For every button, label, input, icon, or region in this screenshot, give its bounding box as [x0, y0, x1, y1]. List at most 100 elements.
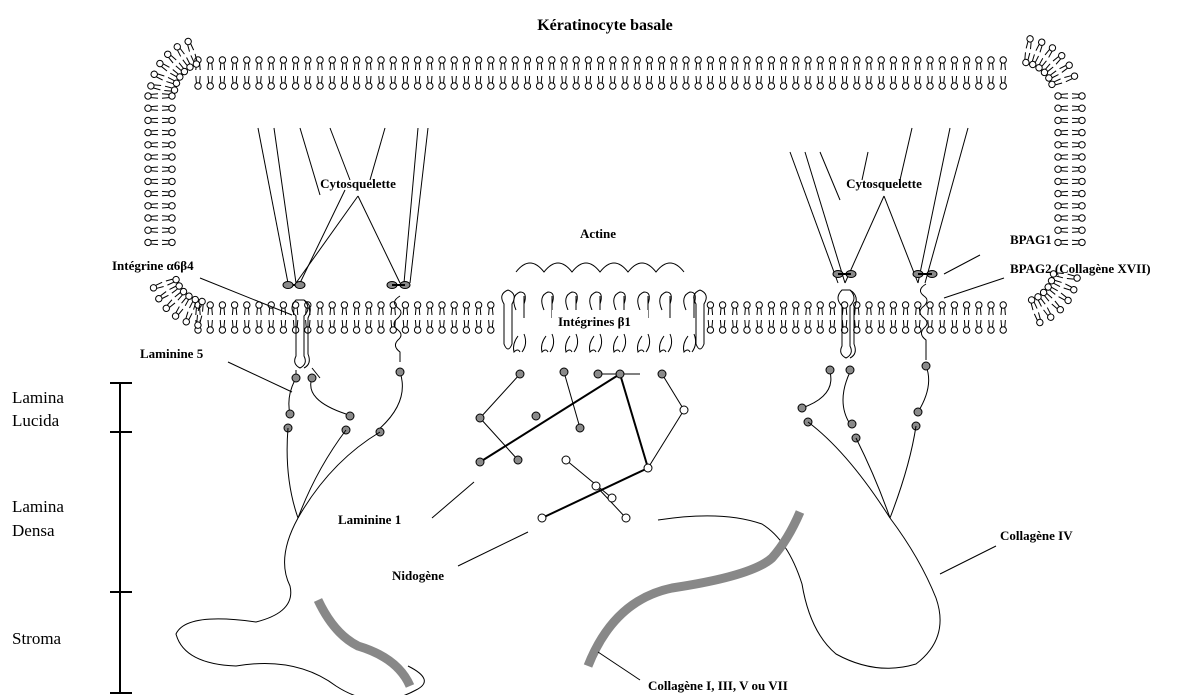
lipid [878, 57, 884, 70]
lipid [439, 57, 445, 70]
lipid [805, 320, 811, 333]
lipid [1035, 38, 1046, 53]
lipid [1072, 93, 1085, 99]
bpag1-label: BPAG1 [1010, 232, 1052, 247]
lipid [207, 320, 213, 333]
lipid [695, 76, 701, 89]
lipid [683, 57, 689, 70]
integrin-beta1 [514, 292, 526, 318]
laminin5-left [284, 368, 404, 436]
lipid [927, 302, 933, 315]
lipid [378, 57, 384, 70]
lipid [280, 57, 286, 70]
lipid [231, 57, 237, 70]
lipid [256, 76, 262, 89]
lipid [219, 302, 225, 315]
integrin-beta1 [542, 292, 554, 318]
lipid [145, 154, 158, 160]
lipid [145, 215, 158, 221]
lipid [939, 320, 945, 333]
cytoskeleton-right [790, 128, 968, 283]
lipid [256, 320, 262, 333]
lipid [768, 302, 774, 315]
lipid [451, 76, 457, 89]
lipid [1055, 215, 1068, 221]
lipid [744, 302, 750, 315]
lipid [939, 76, 945, 89]
lipid [488, 302, 494, 315]
lipid [244, 76, 250, 89]
lipid [390, 320, 396, 333]
laminin5-label: Laminine 5 [140, 346, 204, 361]
lipid [329, 320, 335, 333]
lipid [162, 117, 175, 123]
lipid [1072, 166, 1085, 172]
lipid [145, 129, 158, 135]
lipid [866, 76, 872, 89]
layer-scale-bar [110, 383, 132, 693]
lipid [1055, 129, 1068, 135]
lipid [317, 57, 323, 70]
lipid [256, 57, 262, 70]
lipid [341, 76, 347, 89]
lipid [646, 76, 652, 89]
lipid [162, 227, 175, 233]
lipid [292, 57, 298, 70]
lipid [1058, 292, 1073, 305]
lipid [719, 76, 725, 89]
lipid [536, 57, 542, 70]
lipid [963, 57, 969, 70]
lipid [268, 57, 274, 70]
lipid [976, 76, 982, 89]
lipid [658, 76, 664, 89]
lipid [219, 76, 225, 89]
lipid [1000, 76, 1006, 89]
lipid [549, 57, 555, 70]
lipid [341, 57, 347, 70]
lipid [256, 302, 262, 315]
lipid [145, 178, 158, 184]
lipid [780, 302, 786, 315]
lipid [162, 203, 175, 209]
lipid [145, 203, 158, 209]
cytoskeleton-left [258, 128, 428, 283]
lipid [1055, 178, 1068, 184]
collagen-fibril-left [318, 600, 410, 686]
lipid [149, 281, 164, 292]
lipid [1000, 302, 1006, 315]
lipid [1025, 35, 1034, 49]
integrin-beta1-tail [660, 334, 672, 352]
lipid [890, 302, 896, 315]
lipid [610, 76, 616, 89]
cytoskeleton-right-label: Cytosquelette [846, 176, 922, 191]
lipid [707, 57, 713, 70]
lipid [219, 57, 225, 70]
lipid [475, 302, 481, 315]
lipid [1072, 190, 1085, 196]
lipid [524, 57, 530, 70]
lamina-densa-label: Lamina Densa [12, 497, 68, 540]
lipid [854, 302, 860, 315]
lipid [524, 76, 530, 89]
lipid [573, 76, 579, 89]
lipid [780, 320, 786, 333]
lipid [488, 320, 494, 333]
lipid [744, 320, 750, 333]
integrin-beta1-tail [566, 334, 578, 352]
lipid [488, 57, 494, 70]
lipid [1072, 227, 1085, 233]
lipid [145, 93, 158, 99]
lipid [1052, 51, 1066, 65]
lipid [1055, 166, 1068, 172]
lipid [162, 190, 175, 196]
lipid [414, 57, 420, 70]
lipid [427, 76, 433, 89]
lipid [231, 302, 237, 315]
collagen-iv-label: Collagène IV [1000, 528, 1073, 543]
lipid [866, 57, 872, 70]
lipid [829, 57, 835, 70]
lipid [231, 320, 237, 333]
lipid [162, 129, 175, 135]
nidogen-label: Nidogène [392, 568, 444, 583]
lipid [915, 76, 921, 89]
